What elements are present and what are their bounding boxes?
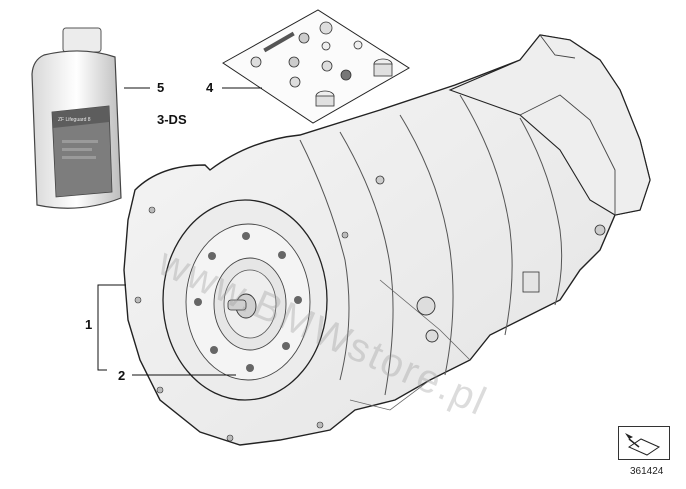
callout-5: 5: [157, 80, 165, 95]
bottle-label: ZF Lifeguard 8: [58, 117, 91, 123]
callout-2: 2: [118, 368, 126, 383]
arrow-icon: [625, 433, 661, 456]
callout-4: 4: [206, 80, 214, 95]
diagram-id: 361424: [630, 466, 664, 477]
leader-lines: [97, 87, 262, 376]
small-parts-kit: [222, 9, 410, 124]
oil-bottle: ZF Lifeguard 8: [31, 27, 122, 209]
reference-box: [618, 426, 670, 460]
torque-converter: [162, 199, 328, 401]
callout-3-ds: 3-DS: [157, 112, 187, 127]
callout-1: 1: [85, 317, 93, 332]
